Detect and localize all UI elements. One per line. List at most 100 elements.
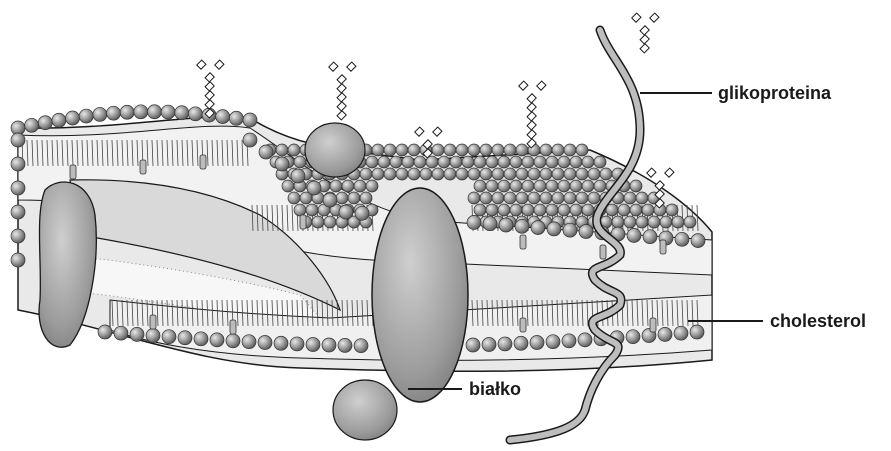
lipid-head: [515, 219, 529, 233]
lipid-head: [79, 109, 93, 123]
cholesterol-label: cholesterol: [770, 311, 866, 331]
glycoprotein-label: glikoproteina: [718, 83, 832, 103]
lipid-head: [483, 217, 497, 231]
lipid-head: [576, 144, 588, 156]
lipid-head: [690, 325, 704, 339]
lipid-head: [98, 325, 112, 339]
cholesterol-mark: [140, 160, 146, 174]
lipid-head: [510, 204, 522, 216]
lipid-head: [582, 204, 594, 216]
lipid-head: [684, 216, 696, 228]
lipid-head: [522, 156, 534, 168]
lipid-head: [466, 338, 480, 352]
lipid-head: [552, 168, 564, 180]
lipid-head: [355, 206, 369, 220]
lipid-head: [467, 215, 481, 229]
cholesterol-mark: [230, 320, 236, 334]
lipid-head: [290, 337, 304, 351]
small-protein: [333, 380, 397, 440]
lipid-head: [360, 168, 372, 180]
lipid-head: [510, 180, 522, 192]
lipid-head: [372, 168, 384, 180]
lipid-head: [372, 144, 384, 156]
lipid-head: [522, 204, 534, 216]
lipid-head: [366, 156, 378, 168]
lipid-head: [528, 168, 540, 180]
lipid-head: [588, 192, 600, 204]
lipid-head: [210, 333, 224, 347]
lipid-head: [516, 168, 528, 180]
cholesterol-mark: [70, 165, 76, 179]
lipid-head: [594, 180, 606, 192]
lipid-head: [402, 156, 414, 168]
lipid-head: [480, 168, 492, 180]
protein-label: białko: [469, 379, 521, 399]
lipid-head: [438, 156, 450, 168]
lipid-head: [38, 116, 52, 130]
lipid-head: [178, 331, 192, 345]
lipid-head: [546, 204, 558, 216]
lipid-head: [188, 107, 202, 121]
lipid-head: [486, 204, 498, 216]
lipid-head: [498, 204, 510, 216]
lipid-head: [360, 192, 372, 204]
lipid-head: [474, 204, 486, 216]
lipid-head: [243, 113, 257, 127]
lipid-head: [414, 156, 426, 168]
lipid-head: [324, 216, 336, 228]
sugar-chain: [632, 13, 659, 53]
lipid-head: [612, 216, 624, 228]
lipid-head: [660, 216, 672, 228]
lipid-head: [570, 180, 582, 192]
lipid-head: [516, 144, 528, 156]
lipid-head: [486, 180, 498, 192]
lipid-head: [276, 144, 288, 156]
lipid-head: [288, 192, 300, 204]
lipid-head: [338, 338, 352, 352]
lipid-head: [600, 168, 612, 180]
cholesterol-mark: [150, 315, 156, 329]
lipid-head: [175, 106, 189, 120]
lipid-head: [534, 180, 546, 192]
lipid-head: [25, 118, 39, 132]
lipid-head: [408, 144, 420, 156]
lipid-head: [66, 111, 80, 125]
lipid-head: [498, 156, 510, 168]
lipid-head: [468, 192, 480, 204]
lipid-head: [354, 180, 366, 192]
lipid-head: [162, 330, 176, 344]
lipid-head: [540, 168, 552, 180]
lipid-head: [562, 334, 576, 348]
lipid-head: [636, 216, 648, 228]
lipid-head: [291, 169, 305, 183]
cholesterol-mark: [660, 240, 666, 254]
lipid-head: [643, 230, 657, 244]
cholesterol-mark: [650, 318, 656, 332]
lipid-head: [93, 107, 107, 121]
lipid-head: [582, 180, 594, 192]
lipid-head: [482, 338, 496, 352]
lipid-head: [618, 204, 630, 216]
lipid-head: [528, 192, 540, 204]
lipid-head: [594, 156, 606, 168]
lipid-head: [306, 338, 320, 352]
lipid-head: [146, 329, 160, 343]
lipid-head: [636, 192, 648, 204]
lipid-head: [564, 192, 576, 204]
lipid-head: [354, 339, 368, 353]
lipid-head: [576, 168, 588, 180]
lipid-head: [648, 216, 660, 228]
lipid-head: [547, 222, 561, 236]
lipid-head: [130, 327, 144, 341]
lipid-head: [540, 192, 552, 204]
lipid-head: [630, 204, 642, 216]
lipid-head: [558, 204, 570, 216]
lipid-head: [480, 144, 492, 156]
lipid-head: [323, 193, 337, 207]
lipid-head: [462, 156, 474, 168]
lipid-head: [107, 106, 121, 120]
lipid-head: [624, 192, 636, 204]
lipid-head: [339, 205, 353, 219]
lipid-head: [288, 144, 300, 156]
cholesterol-mark: [520, 318, 526, 332]
